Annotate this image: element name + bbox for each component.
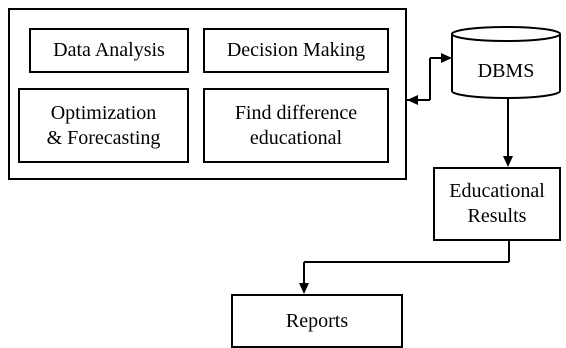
find-difference-label-line2: educational [249,126,343,149]
reports-label: Reports [285,310,349,332]
dbms-results-connector [503,98,513,167]
dbms-cylinder [451,26,561,99]
data-analysis-label: Data Analysis [53,39,165,61]
educational-results-label-line1: Educational [449,180,545,202]
results-reports-connector [299,241,510,294]
decision-making-label: Decision Making [226,39,366,61]
educational-results-label-line2: Results [467,205,527,227]
decision-making-box: Decision Making [203,28,389,73]
optimization-label-line2: & Forecasting [46,126,161,149]
find-difference-label-line1: Find difference [234,101,358,124]
outer-dbms-connector [407,53,452,105]
optimization-box: Optimization & Forecasting [18,88,189,163]
data-analysis-box: Data Analysis [29,28,189,73]
dbms-label: DBMS [477,60,535,82]
find-difference-box: Find difference educational [203,88,389,163]
optimization-label-line1: Optimization [50,101,157,124]
reports-box: Reports [231,294,403,348]
analysis-block [8,8,407,180]
educational-results-box: Educational Results [433,167,561,241]
